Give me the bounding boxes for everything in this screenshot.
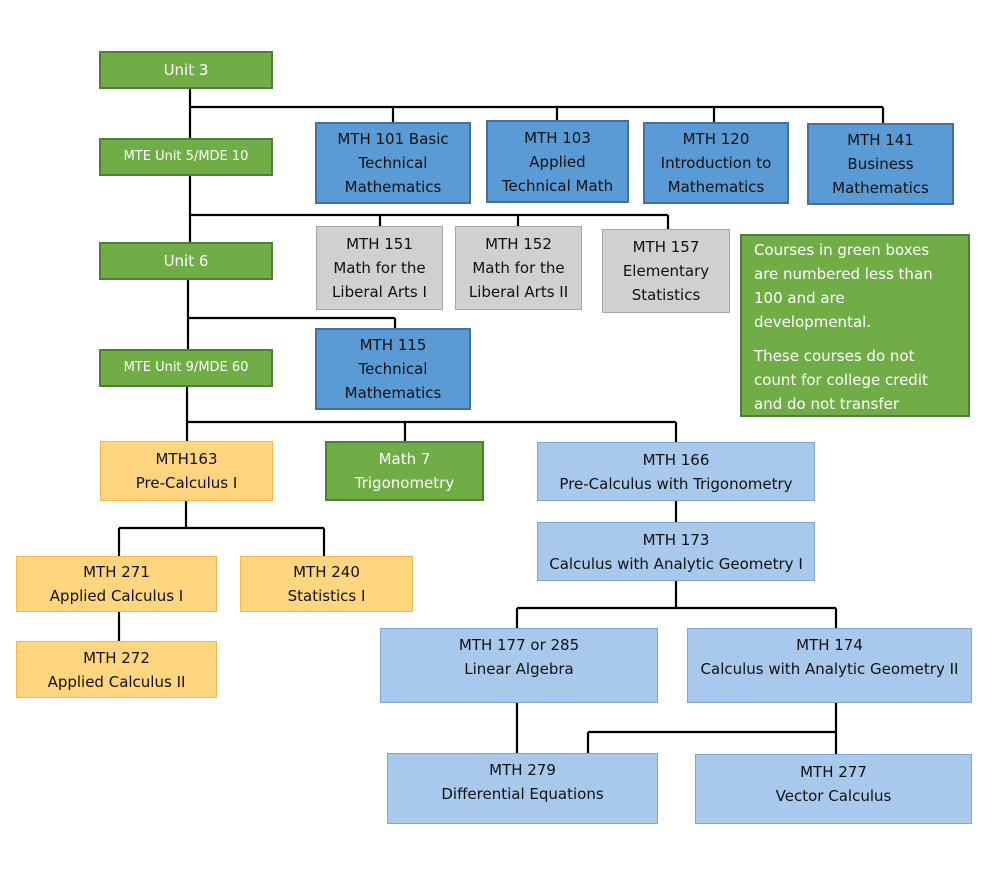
- mth279-box: MTH 279 Differential Equations: [387, 753, 658, 824]
- mth115-box: MTH 115 Technical Mathematics: [315, 328, 471, 410]
- course-title-line: Trigonometry: [354, 474, 455, 492]
- developmental-note: Courses in green boxes are numbered less…: [740, 234, 970, 417]
- course-title-line: Applied Calculus II: [47, 672, 186, 691]
- mth120-box: MTH 120 Introduction to Mathematics: [643, 122, 789, 204]
- mth277-box: MTH 277 Vector Calculus: [695, 754, 972, 824]
- course-title-line: Mathematics: [344, 384, 442, 402]
- mth163-box: MTH163 Pre-Calculus I: [100, 441, 273, 501]
- mth103-box: MTH 103 Applied Technical Math: [486, 120, 629, 203]
- course-title-line: Technical Math: [501, 176, 614, 195]
- course-title-line: Statistics I: [287, 587, 366, 605]
- course-code: MTH 151: [346, 235, 413, 253]
- course-title-line: Pre-Calculus I: [135, 474, 238, 492]
- course-title-line: Pre-Calculus with Trigonometry: [559, 474, 793, 493]
- node-label: Unit 6: [163, 252, 209, 270]
- course-code: MTH 115: [359, 336, 427, 354]
- course-title-line: Math for the: [333, 259, 426, 277]
- unit6-box: Unit 6: [99, 242, 273, 280]
- mth157-box: MTH 157 Elementary Statistics: [602, 229, 730, 313]
- course-code: MTH 277: [800, 763, 867, 781]
- unit3-box: Unit 3: [99, 51, 273, 89]
- course-code: MTH 157: [632, 238, 700, 256]
- node-label: MTE Unit 5/MDE 10: [123, 149, 249, 164]
- course-title-line: Mathematics: [667, 178, 765, 196]
- mte-unit9-box: MTE Unit 9/MDE 60: [99, 349, 273, 387]
- course-code: MTH 101 Basic: [337, 130, 449, 148]
- course-title-line: Calculus with Analytic Geometry I: [549, 554, 803, 573]
- node-label: Unit 3: [163, 61, 209, 79]
- course-code: MTH 141: [847, 131, 914, 149]
- course-title-line: Introduction to: [660, 154, 772, 172]
- course-title-line: Elementary: [622, 262, 710, 280]
- course-code: MTH 152: [485, 235, 552, 253]
- course-title-line: Technical: [358, 154, 428, 172]
- course-code: Math 7: [378, 450, 431, 468]
- mth177-box: MTH 177 or 285 Linear Algebra: [380, 628, 658, 703]
- course-code: MTH163: [155, 450, 218, 468]
- course-code: MTH 120: [682, 130, 750, 148]
- course-title-line: Differential Equations: [441, 785, 604, 803]
- course-code: MTH 271: [83, 563, 150, 581]
- node-label: MTE Unit 9/MDE 60: [123, 360, 249, 375]
- course-title-line: Business: [847, 155, 914, 173]
- mth101-box: MTH 101 Basic Technical Mathematics: [315, 122, 471, 204]
- course-code: MTH 272: [83, 648, 150, 667]
- course-code: MTH 166: [642, 450, 710, 469]
- course-title-line: Liberal Arts II: [468, 283, 569, 301]
- mte-unit5-box: MTE Unit 5/MDE 10: [99, 138, 273, 176]
- course-title-line: Linear Algebra: [464, 660, 574, 678]
- mth271-box: MTH 271 Applied Calculus I: [16, 556, 217, 612]
- course-code: MTH 103: [524, 128, 591, 147]
- course-title-line: Vector Calculus: [775, 787, 892, 805]
- course-title-line: Applied Calculus I: [49, 587, 184, 605]
- math7-box: Math 7 Trigonometry: [325, 441, 484, 501]
- mth166-box: MTH 166 Pre-Calculus with Trigonometry: [537, 442, 815, 501]
- course-title-line: Math for the: [472, 259, 565, 277]
- course-code: MTH 240: [293, 563, 360, 581]
- course-title-line: Mathematics: [832, 179, 929, 197]
- mth152-box: MTH 152 Math for the Liberal Arts II: [455, 226, 582, 310]
- mth151-box: MTH 151 Math for the Liberal Arts I: [316, 226, 443, 310]
- course-title-line: Technical: [358, 360, 428, 378]
- course-title-line: Mathematics: [344, 178, 442, 196]
- course-title-line: Applied: [529, 152, 586, 171]
- course-code: MTH 174: [796, 636, 863, 654]
- note-paragraph-1: Courses in green boxes are numbered less…: [754, 241, 933, 331]
- mth240-box: MTH 240 Statistics I: [240, 556, 413, 612]
- course-title-line: Statistics: [631, 286, 701, 304]
- mth272-box: MTH 272 Applied Calculus II: [16, 641, 217, 698]
- note-paragraph-2: These courses do not count for college c…: [754, 347, 928, 413]
- course-code: MTH 173: [642, 530, 710, 549]
- course-code: MTH 177 or 285: [458, 636, 580, 654]
- mth174-box: MTH 174 Calculus with Analytic Geometry …: [687, 628, 972, 703]
- mth173-box: MTH 173 Calculus with Analytic Geometry …: [537, 522, 815, 581]
- course-code: MTH 279: [489, 761, 556, 779]
- course-title-line: Calculus with Analytic Geometry II: [700, 660, 959, 678]
- mth141-box: MTH 141 Business Mathematics: [807, 123, 954, 205]
- course-title-line: Liberal Arts I: [332, 283, 427, 301]
